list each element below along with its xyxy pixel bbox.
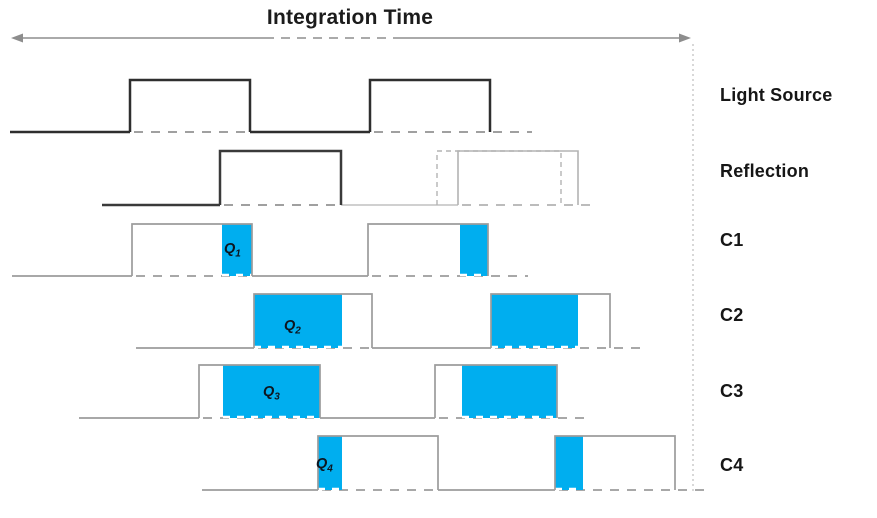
reflection-ghost-pulse <box>457 150 579 205</box>
c3-pulse <box>434 364 558 418</box>
c1-pulse <box>131 223 253 276</box>
c1-charge-region <box>222 224 252 276</box>
c3-charge-region <box>223 365 320 418</box>
c3-charge-region <box>462 365 557 418</box>
c4-charge-region <box>318 436 342 490</box>
arrow-right-head-icon <box>679 33 691 43</box>
c4-pulse <box>554 435 676 490</box>
c4-charge-region <box>555 436 583 490</box>
c4-charge-label: Q4 <box>316 456 333 475</box>
reflection-ghost-pulse-dashed <box>436 150 562 205</box>
c2-pulse <box>253 293 373 348</box>
c3-pulse <box>198 364 321 418</box>
c1-pulse <box>367 223 489 276</box>
reflection-pulse <box>218 149 343 205</box>
c2-charge-region <box>254 294 342 348</box>
c3-charge-label: Q3 <box>263 384 280 403</box>
integration-time-title: Integration Time <box>266 6 434 29</box>
c1-charge-region <box>460 224 488 276</box>
light-source-pulse <box>368 78 492 132</box>
c2-pulse <box>490 293 611 348</box>
light-source-pulse <box>128 78 252 132</box>
c1-charge-label: Q1 <box>224 241 241 260</box>
c2-charge-region <box>491 294 578 348</box>
c2-charge-label: Q2 <box>284 318 301 337</box>
c4-pulse <box>317 435 439 490</box>
arrow-left-head-icon <box>11 33 23 43</box>
